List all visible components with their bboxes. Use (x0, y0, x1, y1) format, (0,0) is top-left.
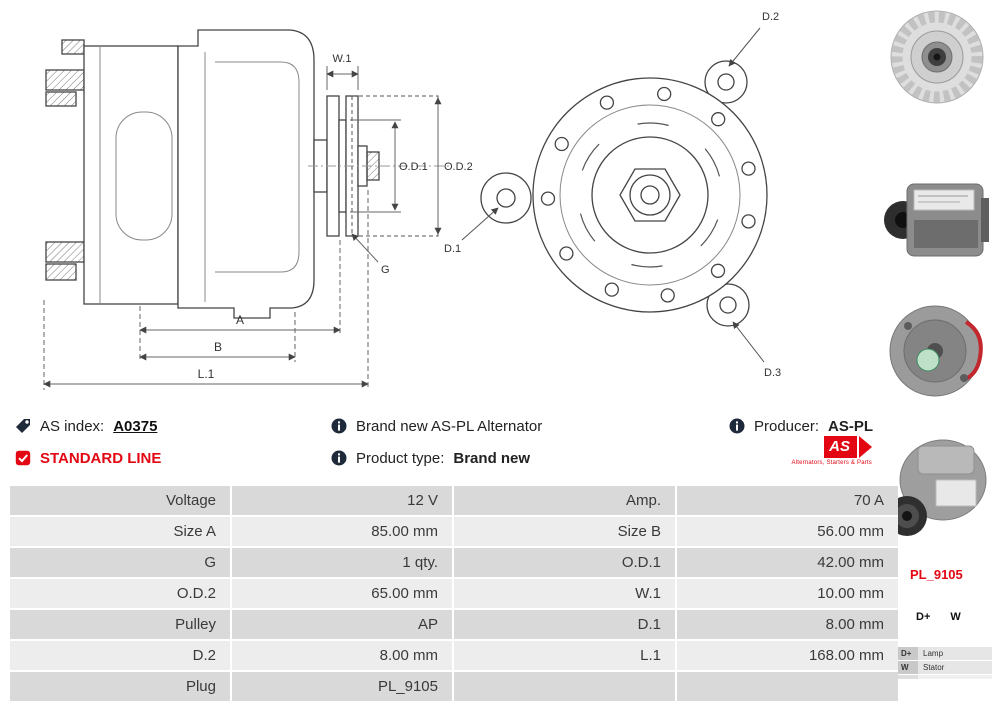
spec-value: 56.00 mm (677, 517, 898, 546)
check-icon (14, 450, 31, 467)
terminal-dplus: D+ (916, 611, 931, 623)
spec-label: Amp. (454, 486, 675, 515)
terminal-row: D+ Lamp (898, 647, 992, 660)
terminal-desc: Stator (918, 661, 992, 674)
vent-slots (579, 122, 721, 268)
plug-code: PL_9105 (910, 567, 963, 582)
side-view-drawing (45, 29, 452, 319)
product-type-label: Product type: (356, 449, 445, 467)
aspl-logo-flag-icon (859, 436, 872, 458)
spec-label: D.1 (454, 610, 675, 639)
terminal-row: W Stator (898, 661, 992, 674)
dim-label-d1: D.1 (444, 243, 461, 255)
spec-value: 8.00 mm (232, 641, 452, 670)
spec-label: D.2 (10, 641, 230, 670)
product-type: Product type: Brand new (330, 446, 530, 470)
standard-line-text: STANDARD LINE (40, 449, 162, 467)
dim-label-a: A (236, 313, 244, 327)
spec-value: 85.00 mm (232, 517, 452, 546)
dim-label-d2: D.2 (762, 11, 779, 23)
product-photo-angled[interactable] (878, 428, 996, 546)
spec-value: 65.00 mm (232, 579, 452, 608)
product-photo-rear[interactable] (878, 296, 996, 406)
front-view-drawing (480, 60, 768, 327)
dim-label-od1: O.D.1 (399, 161, 428, 173)
spec-label: W.1 (454, 579, 675, 608)
product-photo-front[interactable] (878, 6, 996, 108)
spec-label (454, 672, 675, 701)
spec-value: PL_9105 (232, 672, 452, 701)
product-photo-side[interactable] (878, 166, 996, 272)
spec-label: Voltage (10, 486, 230, 515)
aspl-logo-mark: AS (824, 436, 857, 458)
front-view-leaders (461, 27, 765, 363)
terminal-pin: D+ (898, 647, 918, 660)
brand-new-note: Brand new AS-PL Alternator (330, 414, 542, 438)
terminal-w: W (950, 611, 961, 623)
spec-value: 42.00 mm (677, 548, 898, 577)
spec-value (677, 672, 898, 701)
producer-value: AS-PL (828, 417, 874, 435)
producer: Producer: AS-PL (728, 414, 873, 438)
dim-label-d3: D.3 (764, 367, 781, 379)
spec-label: G (10, 548, 230, 577)
info-icon (728, 418, 745, 435)
spec-table: Voltage 12 V Amp. 70 A Size A 85.00 mm S… (10, 486, 898, 701)
spec-label: Size A (10, 517, 230, 546)
as-index: AS index: A0375 (14, 414, 157, 438)
dim-label-od2: O.D.2 (444, 161, 473, 173)
spec-label: O.D.1 (454, 548, 675, 577)
producer-label: Producer: (754, 417, 820, 435)
spec-label: O.D.2 (10, 579, 230, 608)
terminal-row-empty (898, 675, 992, 679)
front-view-labels: D.2 D.1 D.3 (444, 11, 781, 379)
info-icon (330, 450, 347, 467)
side-view-dimensions (43, 66, 442, 390)
tag-icon (14, 418, 31, 435)
spec-label: L.1 (454, 641, 675, 670)
product-info-section: AS index: A0375 Brand new AS-PL Alternat… (0, 406, 876, 484)
standard-line: STANDARD LINE (14, 446, 161, 470)
terminal-desc: Lamp (918, 647, 992, 660)
bolt-holes (540, 86, 756, 303)
spec-label: Size B (454, 517, 675, 546)
spec-value: 8.00 mm (677, 610, 898, 639)
side-view-dimension-labels: W.1 O.D.1 O.D.2 G A B L.1 (198, 53, 473, 381)
dim-label-g: G (381, 264, 390, 276)
spec-value: 12 V (232, 486, 452, 515)
as-index-value[interactable]: A0375 (113, 417, 158, 435)
spec-value: 1 qty. (232, 548, 452, 577)
spec-value: 70 A (677, 486, 898, 515)
spec-value: AP (232, 610, 452, 639)
dim-label-w1: W.1 (333, 53, 352, 65)
spec-value: 168.00 mm (677, 641, 898, 670)
spec-value: 10.00 mm (677, 579, 898, 608)
brand-new-text: Brand new AS-PL Alternator (356, 417, 543, 435)
info-icon (330, 418, 347, 435)
terminal-table: D+ Lamp W Stator (898, 647, 992, 680)
aspl-logo: AS Alternators, Starters & Parts (786, 436, 872, 466)
terminal-markings: D+ W (916, 611, 961, 623)
technical-drawing: W.1 O.D.1 O.D.2 G A B L.1 (43, 11, 781, 390)
product-type-value: Brand new (453, 449, 531, 467)
as-index-label: AS index: (40, 417, 105, 435)
aspl-logo-tagline: Alternators, Starters & Parts (791, 460, 872, 466)
dim-label-b: B (214, 340, 222, 354)
terminal-pin: W (898, 661, 918, 674)
spec-label: Pulley (10, 610, 230, 639)
mounting-bolts (45, 39, 85, 281)
dim-label-l1: L.1 (198, 367, 215, 381)
spec-label: Plug (10, 672, 230, 701)
